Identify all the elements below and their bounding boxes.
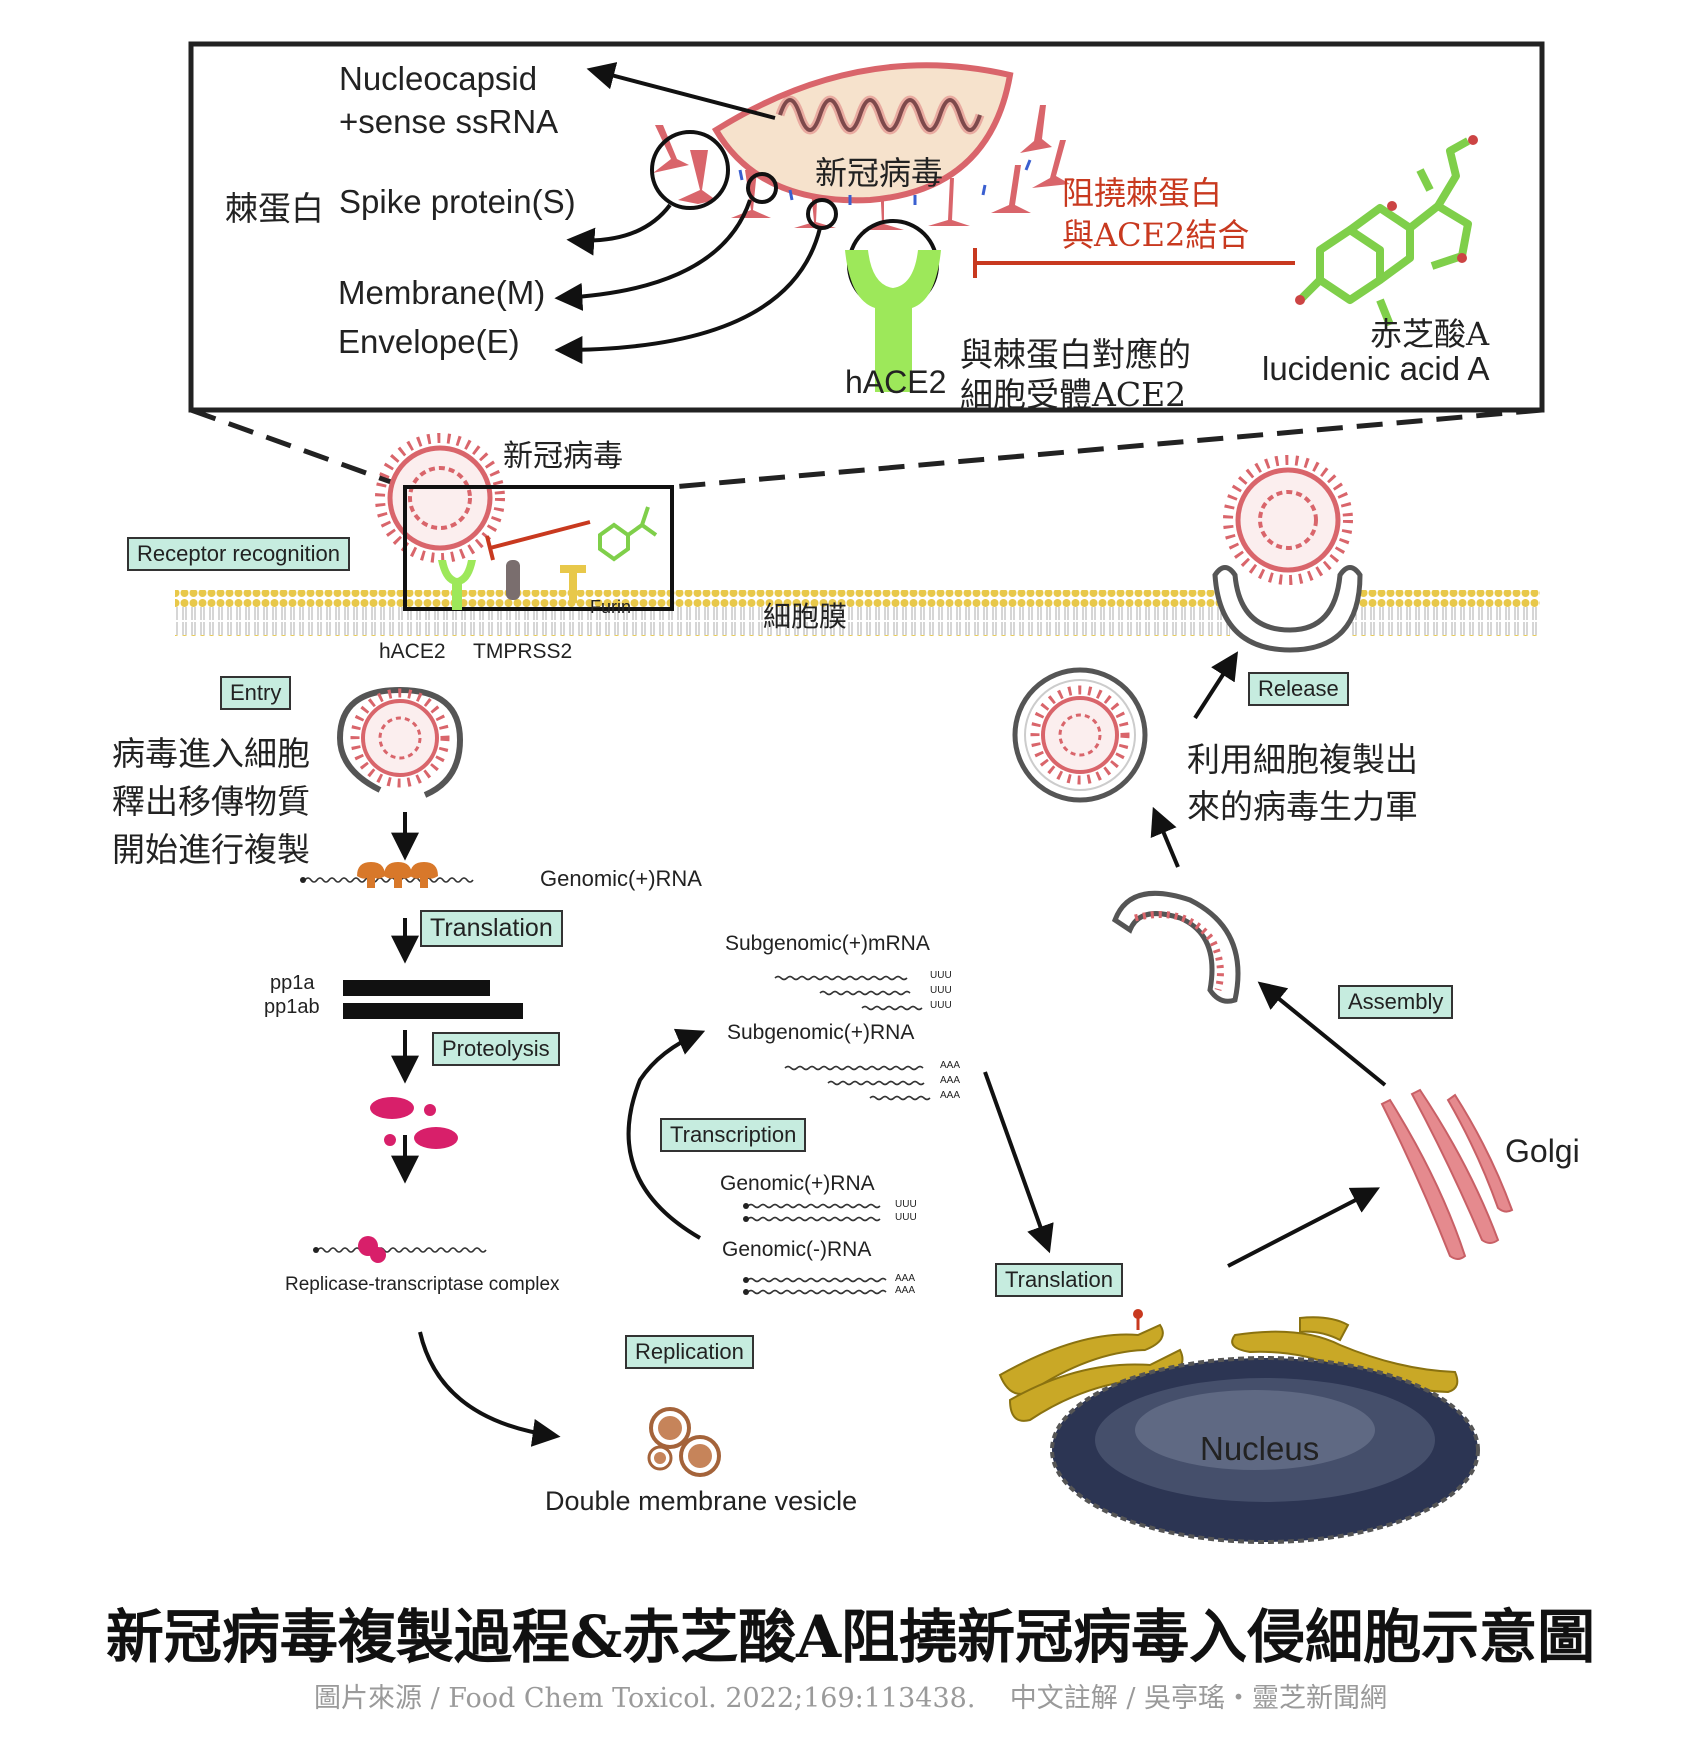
uuu-label-2: UUU (930, 985, 952, 996)
golgi-icon (1380, 1088, 1514, 1260)
rtc-label: Replicase-transcriptase complex (285, 1274, 560, 1295)
spike-zh-label: 棘蛋白 (225, 189, 324, 228)
dmv-label: Double membrane vesicle (545, 1486, 858, 1516)
membrane-tmprss2-icon (506, 560, 520, 600)
membrane-hace2-icon (438, 560, 476, 610)
release-note-line1: 利用細胞複製出 (1187, 740, 1418, 779)
release-tag: Release (1248, 672, 1349, 706)
uuu-label-5: UUU (895, 1212, 917, 1223)
assembly-tag: Assembly (1338, 985, 1454, 1019)
aaa-label-1: AAA (940, 1060, 961, 1071)
pp1ab-bar (343, 1003, 523, 1019)
genomic-rna-label: Genomic(+)RNA (540, 866, 702, 891)
receptor-note-line2: 細胞受體ACE2 (960, 375, 1187, 414)
rtc-rna-strand (317, 1247, 487, 1253)
cleaved-protein-icons (370, 1097, 458, 1149)
double-membrane-vesicle-icons (647, 1407, 721, 1477)
budding-virus-icon (1212, 455, 1363, 653)
entry-note-line2: 釋出移傳物質 (112, 782, 310, 821)
membrane-protein-label: Membrane(M) (338, 274, 546, 311)
pp1a-label: pp1a (270, 972, 315, 994)
replication-tag: Replication (625, 1335, 754, 1369)
zoom-hace2-receptor (845, 250, 941, 392)
figure-title: 新冠病毒複製過程&赤芝酸A阻撓新冠病毒入侵細胞示意圖 (105, 1603, 1596, 1671)
spike-en-label: Spike protein(S) (339, 183, 576, 220)
entry-note-line1: 病毒進入細胞 (112, 734, 310, 773)
uuu-label-4: UUU (895, 1199, 917, 1210)
hace2-label: hACE2 (379, 640, 446, 663)
zoom-hace2-label: hACE2 (845, 364, 947, 400)
block-label-line2: 與ACE2結合 (1062, 216, 1250, 254)
cell-membrane-bilayer-left (175, 590, 1230, 636)
pp1ab-label: pp1ab (264, 996, 320, 1018)
pp1a-bar (343, 980, 490, 996)
furin-label: Furin (590, 597, 632, 617)
release-note-line2: 來的病毒生力軍 (1187, 787, 1418, 826)
nucleocapsid-label: Nucleocapsid (339, 60, 538, 97)
compound-en-label: lucidenic acid A (1262, 350, 1490, 387)
ssrna-label: +sense ssRNA (339, 103, 559, 140)
translation-tag-left: Translation (420, 910, 563, 947)
aaa-label-5: AAA (895, 1285, 916, 1296)
genomic-rna-strand (304, 877, 474, 883)
sg-rna-label: Subgenomic(+)RNA (727, 1021, 915, 1044)
ribosome-icons (357, 862, 438, 888)
tmprss2-label: TMPRSS2 (473, 640, 573, 663)
aaa-label-4: AAA (895, 1273, 916, 1284)
membrane-virus-icon (375, 433, 505, 563)
transcription-tag: Transcription (660, 1118, 807, 1152)
zoom-source-box (403, 485, 674, 611)
compound-zh-label: 赤芝酸A (1370, 315, 1490, 353)
zoom-panel-frame (188, 41, 1545, 413)
entry-note-line3: 開始進行複製 (112, 830, 310, 869)
assembly-vesicle-icon (1111, 890, 1241, 1004)
cell-membrane-label: 細胞膜 (763, 600, 848, 633)
aaa-label-2: AAA (940, 1075, 961, 1086)
release-vesicle-icon (1012, 667, 1148, 803)
proteolysis-tag: Proteolysis (432, 1032, 560, 1066)
translation-tag-right: Translation (995, 1263, 1124, 1297)
genomic-plus-label: Genomic(+)RNA (720, 1172, 875, 1195)
zoom-virus-label: 新冠病毒 (815, 154, 944, 192)
figure-source: 圖片來源 / Food Chem Toxicol. 2022;169:11343… (314, 1683, 1387, 1714)
block-label-line1: 阻撓棘蛋白 (1062, 174, 1223, 212)
cell-membrane-bilayer-right (1350, 590, 1540, 636)
lucidenic-acid-molecule-icon (1297, 137, 1472, 327)
entry-tag: Entry (220, 676, 292, 710)
genomic-minus-label: Genomic(-)RNA (722, 1238, 872, 1261)
entry-vesicle-icon (336, 686, 464, 798)
sg-mrna-label: Subgenomic(+)mRNA (725, 932, 930, 955)
golgi-label: Golgi (1505, 1133, 1580, 1169)
receptor-recognition-tag: Receptor recognition (127, 537, 351, 571)
envelope-protein-label: Envelope(E) (338, 323, 520, 360)
receptor-note-line1: 與棘蛋白對應的 (960, 335, 1191, 374)
nucleus-label: Nucleus (1200, 1430, 1320, 1467)
uuu-label-3: UUU (930, 1000, 952, 1011)
aaa-label-3: AAA (940, 1090, 961, 1101)
zoom-virus-icon (650, 62, 1070, 311)
membrane-virus-label: 新冠病毒 (503, 439, 623, 474)
membrane-furin-icon (560, 565, 586, 603)
endoplasmic-reticulum-icon (998, 1316, 1459, 1422)
uuu-label-1: UUU (930, 970, 952, 981)
